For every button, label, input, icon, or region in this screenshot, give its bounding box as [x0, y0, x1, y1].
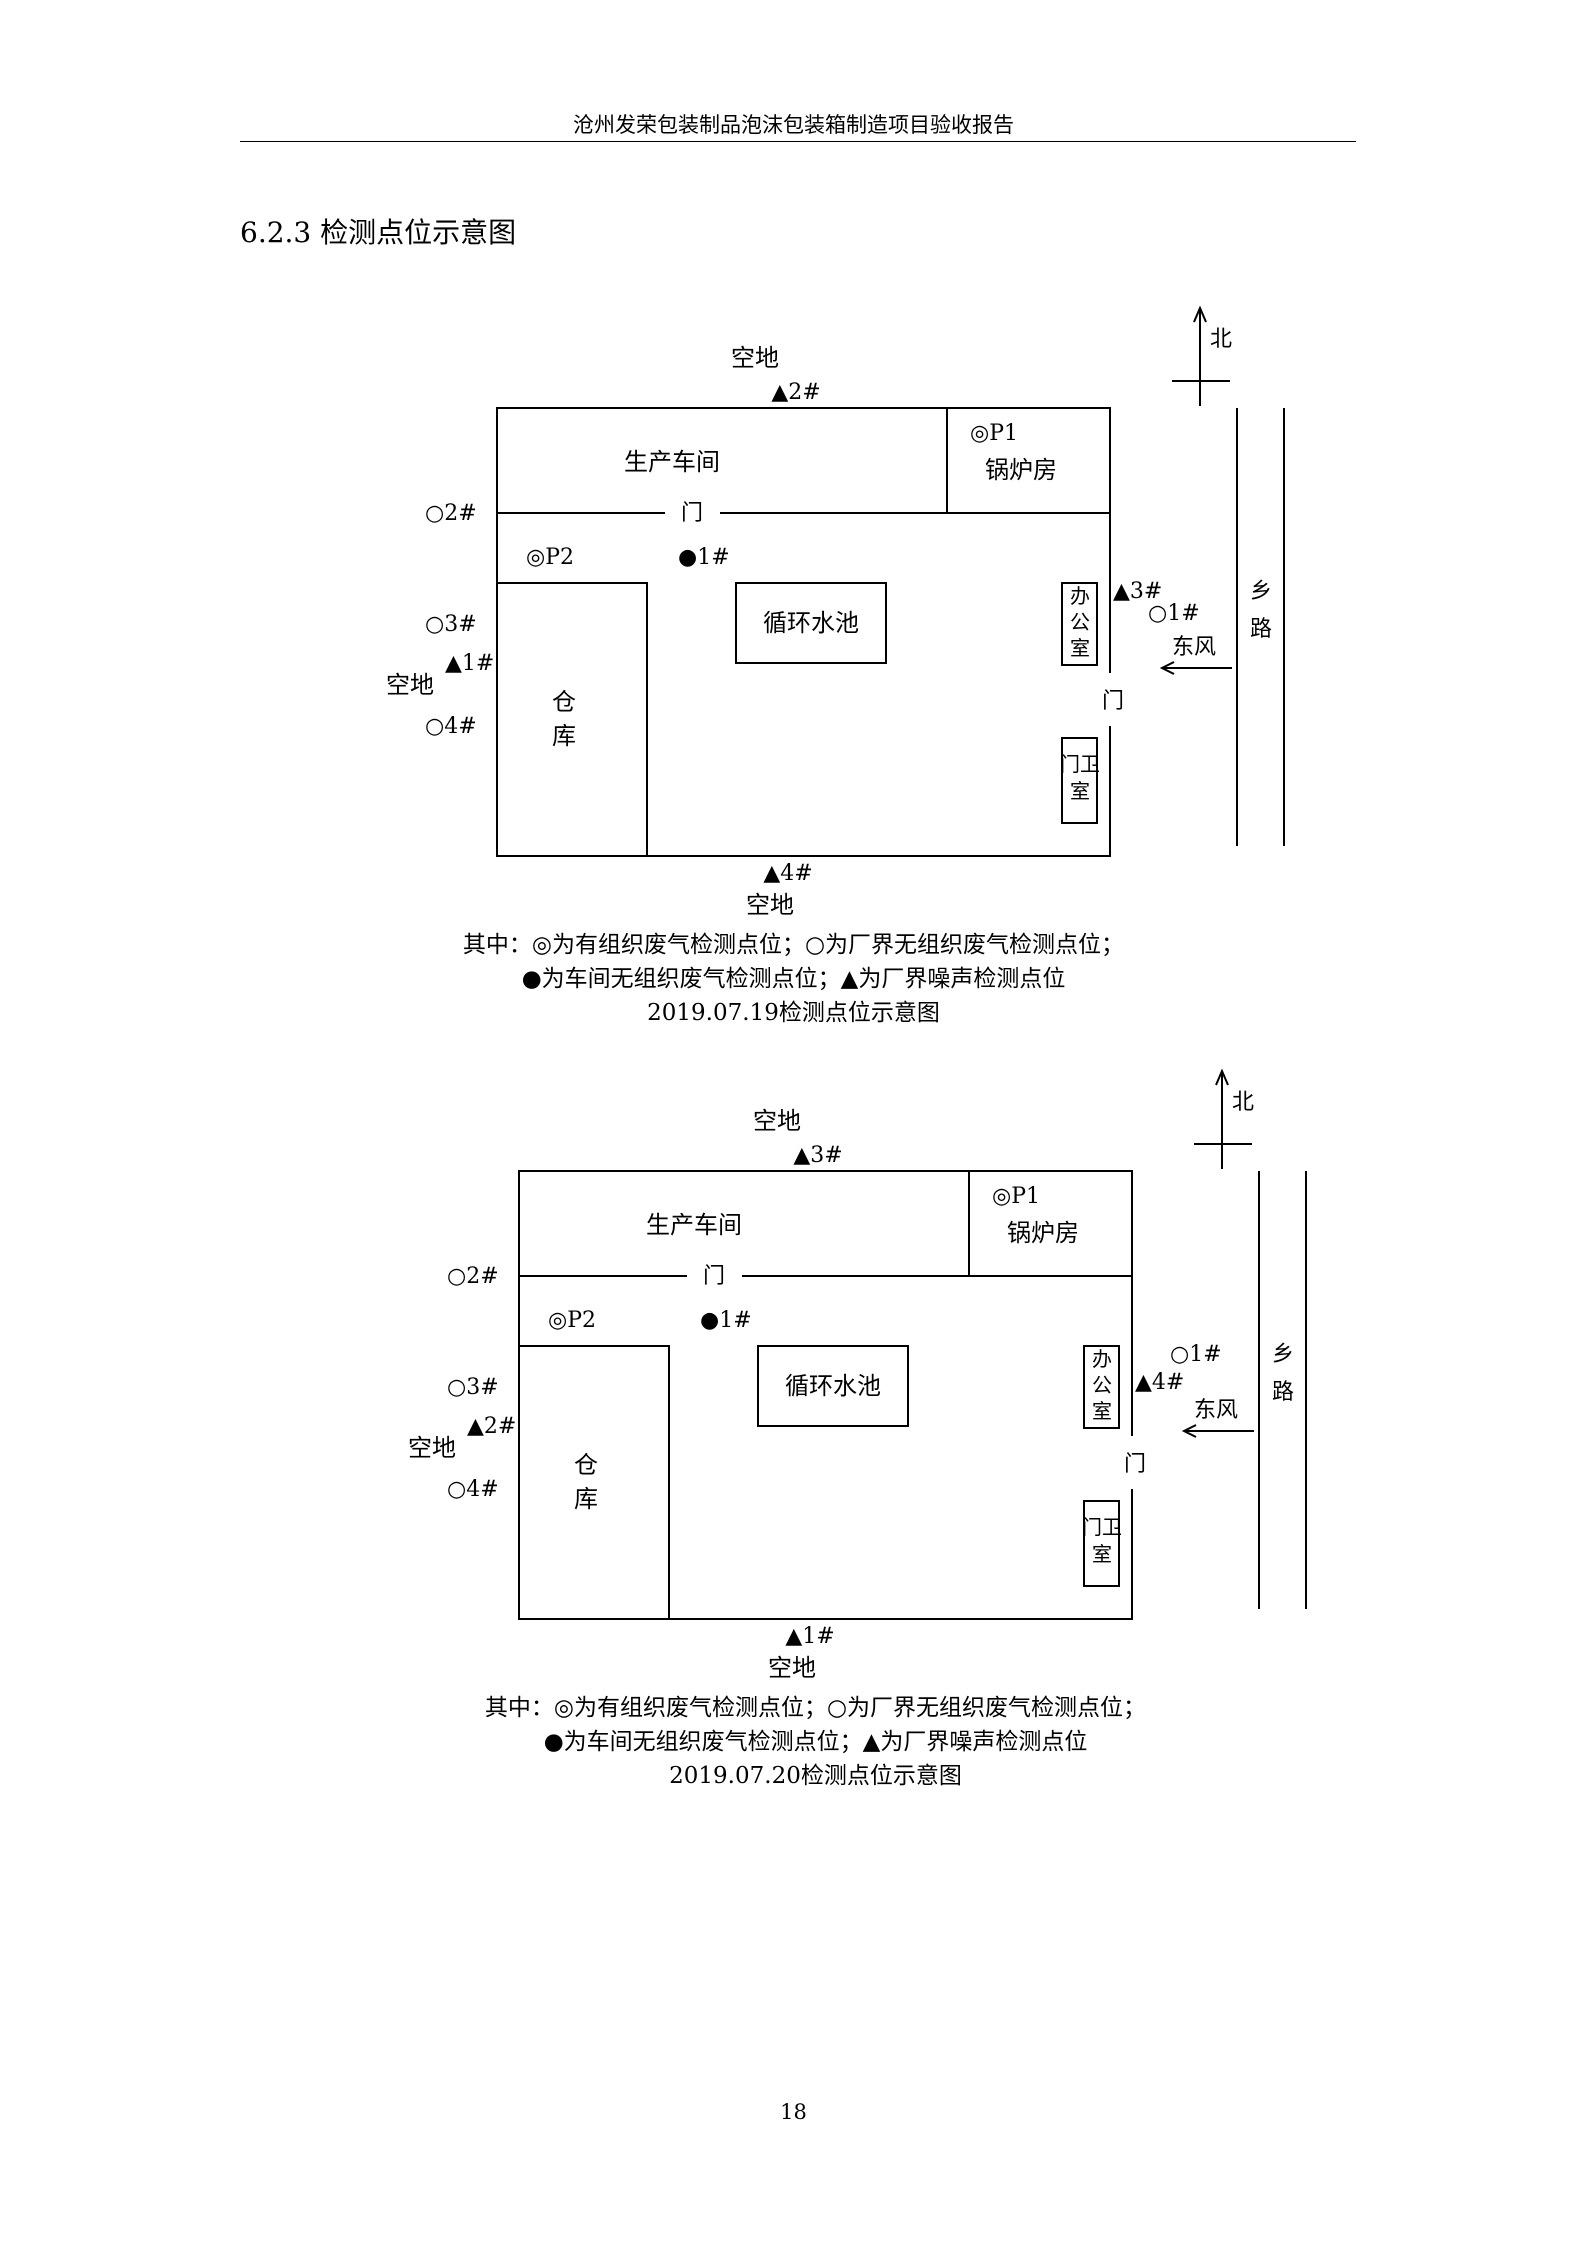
site-map-drawing: 北 乡 路 东风 门 仓 库 循环水池 生产车间 锅炉房 办 公 室 [386, 305, 1285, 919]
open-space-bottom: 空地 [746, 891, 794, 919]
page-number: 18 [780, 2100, 807, 2124]
organized-point-p2: ◎P2 [548, 1308, 596, 1333]
organized-point-p1: ◎P1 [970, 421, 1018, 446]
office-label-a: 办 [1070, 584, 1090, 608]
boiler-room-label: 锅炉房 [1007, 1219, 1079, 1247]
road-label-b: 路 [1250, 617, 1272, 642]
legend-line-1-map-2: 其中：◎为有组织废气检测点位；○为厂界无组织废气检测点位； [484, 1695, 1147, 1721]
noise-point-right: ▲3# [1113, 579, 1162, 604]
road-label-a: 乡 [1272, 1342, 1294, 1367]
legend-line-1-map-1: 其中：◎为有组织废气检测点位；○为厂界无组织废气检测点位； [462, 932, 1125, 958]
guard-label-a: 门卫 [1082, 1515, 1122, 1539]
inner-gate-label: 门 [681, 501, 703, 526]
header-rule [240, 141, 1356, 142]
north-arrow-icon [1172, 305, 1230, 406]
road-label-b: 路 [1272, 1380, 1294, 1405]
inner-gate-label: 门 [703, 1264, 725, 1289]
noise-point-top: ▲2# [771, 380, 820, 405]
wind-label: 东风 [1172, 635, 1216, 660]
office-label-c: 室 [1092, 1399, 1112, 1423]
pool-box [735, 582, 887, 664]
open-space-left: 空地 [408, 1434, 456, 1462]
office-box [1083, 1345, 1120, 1429]
warehouse-label-b: 库 [574, 1485, 598, 1513]
north-arrow-icon [1194, 1068, 1252, 1169]
section-title: 6.2.3 检测点位示意图 [240, 216, 517, 249]
caption-map-1: 2019.07.19检测点位示意图 [647, 1000, 940, 1026]
north-label: 北 [1210, 327, 1232, 352]
open-space-left: 空地 [386, 671, 434, 699]
boundary-point-2: ○2# [447, 1264, 499, 1289]
boiler-room-label: 锅炉房 [985, 456, 1057, 484]
warehouse-box [496, 582, 648, 857]
pool-label: 循环水池 [785, 1372, 881, 1400]
boundary-point-1: ○1# [1148, 601, 1200, 626]
workshop-point-1: ●1# [700, 1308, 752, 1333]
open-space-top: 空地 [731, 344, 779, 372]
guard-room-box [1061, 737, 1098, 824]
wind-label: 东风 [1194, 1398, 1238, 1423]
road-label-a: 乡 [1250, 579, 1272, 604]
guard-label-a: 门卫 [1060, 752, 1100, 776]
organized-point-p2: ◎P2 [526, 545, 574, 570]
office-box [1061, 582, 1098, 666]
pool-box [757, 1345, 909, 1427]
warehouse-label-b: 库 [552, 722, 576, 750]
boundary-point-4: ○4# [425, 714, 477, 739]
warehouse-box [518, 1345, 670, 1620]
noise-point-top: ▲3# [793, 1143, 842, 1168]
main-gate-label: 门 [1102, 689, 1124, 714]
open-space-top: 空地 [753, 1107, 801, 1135]
boundary-point-1: ○1# [1170, 1342, 1222, 1367]
warehouse-label-a: 仓 [552, 688, 576, 716]
office-label-a: 办 [1092, 1347, 1112, 1371]
organized-point-p1: ◎P1 [992, 1184, 1040, 1209]
boundary-point-3: ○3# [447, 1375, 499, 1400]
noise-point-right: ▲4# [1135, 1370, 1184, 1395]
noise-point-left: ▲2# [467, 1414, 516, 1439]
open-space-bottom: 空地 [768, 1654, 816, 1682]
boundary-point-4: ○4# [447, 1477, 499, 1502]
guard-label-b: 室 [1092, 1542, 1112, 1566]
boundary-point-2: ○2# [425, 501, 477, 526]
boundary-point-3: ○3# [425, 612, 477, 637]
office-label-c: 室 [1070, 636, 1090, 660]
warehouse-label-a: 仓 [574, 1451, 598, 1479]
main-gate-label: 门 [1124, 1452, 1146, 1477]
workshop-point-1: ●1# [678, 545, 730, 570]
legend-line-2-map-2: ●为车间无组织废气检测点位；▲为厂界噪声检测点位 [543, 1729, 1088, 1755]
office-label-b: 公 [1070, 610, 1090, 634]
legend-line-2-map-1: ●为车间无组织废气检测点位；▲为厂界噪声检测点位 [521, 966, 1066, 992]
noise-point-left: ▲1# [445, 651, 494, 676]
wind-arrow-icon [1159, 661, 1232, 675]
site-map-2019-07-20: 北 乡 路 东风 门 仓 库 循环水池 生产车间 锅炉房 办 公 室 门 门卫 … [360, 1061, 1320, 1682]
site-map-2019-07-19: 北 乡 路 东风 门 仓 库 循环水池 生产车间 锅炉房 办 公 室 [360, 298, 1320, 919]
caption-map-2: 2019.07.20检测点位示意图 [669, 1763, 962, 1789]
workshop-label: 生产车间 [646, 1211, 742, 1239]
guard-room-box [1083, 1500, 1120, 1587]
pool-label: 循环水池 [763, 609, 859, 637]
noise-point-bottom: ▲4# [763, 861, 812, 886]
noise-point-bottom: ▲1# [785, 1624, 834, 1649]
office-label-b: 公 [1092, 1373, 1112, 1397]
site-map-drawing: 北 乡 路 东风 门 仓 库 循环水池 生产车间 锅炉房 办 公 室 门 门卫 … [408, 1068, 1307, 1682]
header-title: 沧州发荣包装制品泡沫包装箱制造项目验收报告 [573, 113, 1014, 137]
guard-label-b: 室 [1070, 779, 1090, 803]
workshop-label: 生产车间 [624, 448, 720, 476]
wind-arrow-icon [1181, 1424, 1254, 1438]
north-label: 北 [1232, 1090, 1254, 1115]
